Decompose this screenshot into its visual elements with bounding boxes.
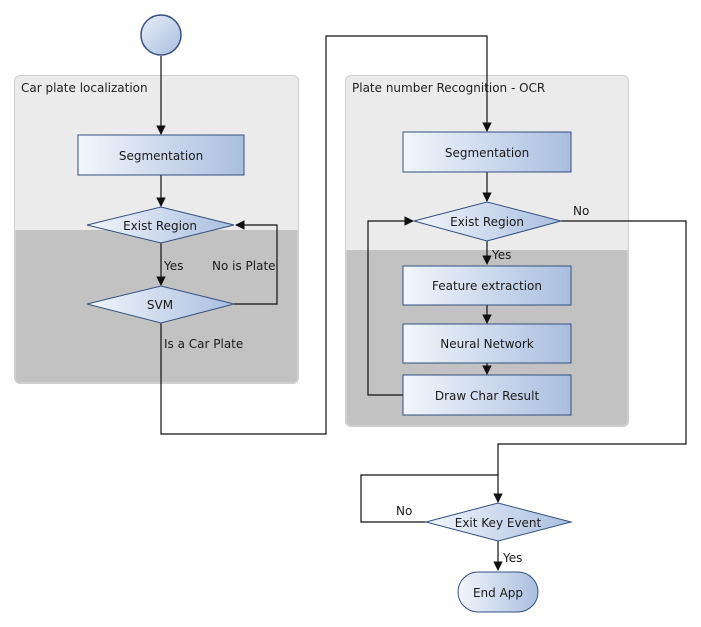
node-label: Exist Region: [123, 219, 197, 233]
node-exist-region-left: Exist Region: [86, 206, 235, 244]
node-draw-char-result: Draw Char Result: [402, 374, 572, 416]
node-end-app: End App: [457, 571, 539, 613]
node-label: Feature extraction: [432, 279, 542, 293]
node-feature-extraction: Feature extraction: [402, 265, 572, 306]
edge-label-no-exit: No: [396, 504, 412, 518]
edge-label-is-car-plate: Is a Car Plate: [164, 337, 243, 351]
edges: [156, 35, 687, 571]
edge-exit-key-loop: [360, 474, 498, 523]
edge-svm-loop-back: [234, 220, 278, 305]
edge-label-yes-left: Yes: [163, 259, 183, 273]
edge-label-no-right: No: [573, 204, 589, 218]
node-segmentation-right: Segmentation: [402, 131, 572, 173]
node-exist-region-right: Exist Region: [412, 201, 563, 242]
node-exit-key-event: Exit Key Event: [424, 502, 573, 542]
node-segmentation-left: Segmentation: [77, 134, 245, 176]
container-title-right: Plate number Recognition - OCR: [352, 81, 545, 95]
node-label: Neural Network: [440, 337, 534, 351]
node-label: Segmentation: [119, 149, 203, 163]
edge-label-yes-right: Yes: [491, 248, 511, 262]
edge-svm-to-ocr: [160, 35, 492, 435]
node-label: Segmentation: [445, 146, 529, 160]
start-node: [140, 14, 182, 56]
node-label: Draw Char Result: [435, 389, 540, 403]
node-label: Exit Key Event: [455, 516, 542, 530]
container-title-left: Car plate localization: [21, 81, 148, 95]
edge-label-no-plate: No is Plate: [212, 259, 276, 273]
node-label: Exist Region: [450, 215, 524, 229]
edge-exist-to-exit-key: [493, 220, 687, 503]
node-neural-network: Neural Network: [402, 323, 572, 364]
edge-labels: Yes No is Plate Is a Car Plate No Yes No…: [163, 204, 589, 565]
node-label: SVM: [147, 298, 173, 312]
edge-draw-loop-back: [367, 216, 414, 396]
edge-label-yes-exit: Yes: [502, 551, 522, 565]
node-svm: SVM: [86, 285, 235, 324]
node-label: End App: [473, 586, 523, 600]
